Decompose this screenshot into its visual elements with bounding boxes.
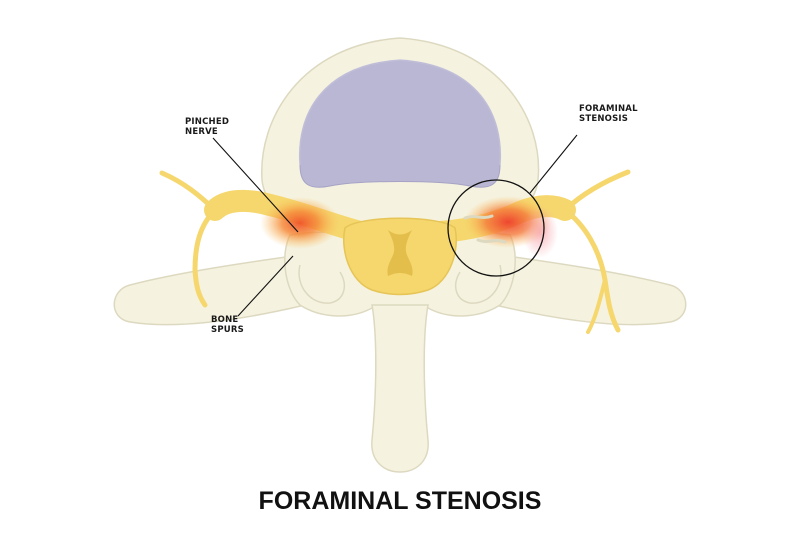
diagram-title: FORAMINAL STENOSIS — [259, 487, 542, 515]
bone-spurs — [463, 214, 507, 244]
right-pink-halo — [522, 206, 558, 258]
spinal-cord — [343, 217, 457, 296]
bone-spurs-leader — [237, 255, 294, 317]
foraminal-stenosis-label: FORAMINAL STENOSIS — [579, 104, 641, 124]
pinched-nerve-label: PINCHED NERVE — [185, 117, 232, 137]
transverse-processes — [113, 254, 687, 326]
foraminal-stenosis-leader — [529, 134, 578, 194]
pinched-nerve-leader — [212, 137, 299, 233]
vertebral-body — [261, 37, 540, 223]
spinous-process — [371, 304, 429, 473]
bone-spurs-label: BONE SPURS — [211, 315, 244, 335]
stenosis-callout-circle — [447, 179, 545, 277]
gray-matter — [387, 230, 413, 276]
left-inflammation — [260, 197, 340, 249]
